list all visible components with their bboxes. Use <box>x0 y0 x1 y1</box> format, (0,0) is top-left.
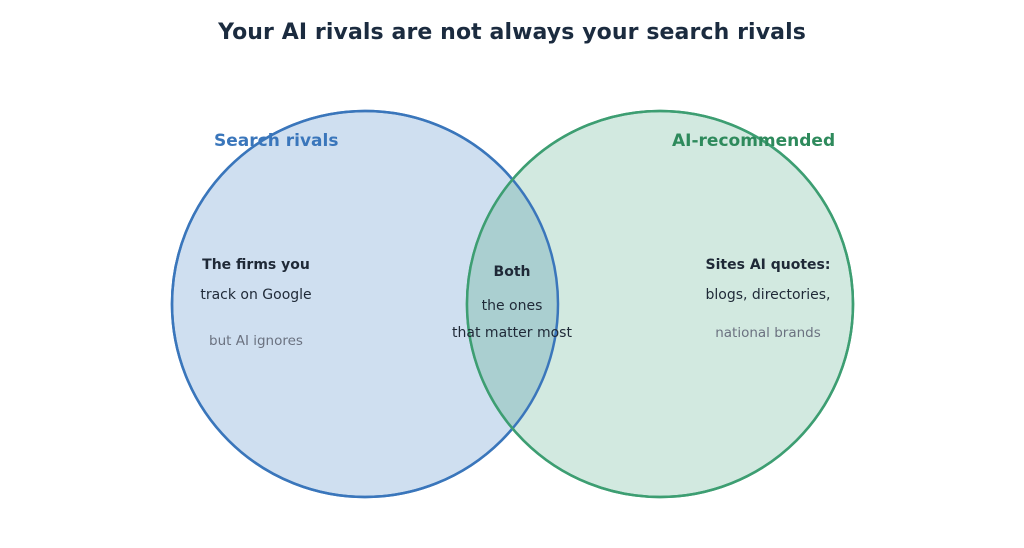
left-line-2: track on Google <box>200 287 312 303</box>
overlap-line-1: the ones <box>481 298 543 314</box>
search-rivals-label: Search rivals <box>214 131 339 151</box>
diagram-title: Your AI rivals are not always your searc… <box>218 20 806 45</box>
overlap-title: Both <box>493 264 531 280</box>
right-note: national brands <box>715 325 821 341</box>
overlap-line-2: that matter most <box>452 325 572 341</box>
right-line-1: Sites AI quotes: <box>705 257 831 273</box>
right-line-2: blogs, directories, <box>705 287 831 303</box>
left-note: but AI ignores <box>209 333 303 349</box>
ai-recommended-label: AI-recommended <box>672 131 836 151</box>
left-line-1: The firms you <box>202 257 310 273</box>
search-rivals-circle-outline <box>170 109 560 499</box>
ai-recommended-circle-outline <box>465 109 855 499</box>
